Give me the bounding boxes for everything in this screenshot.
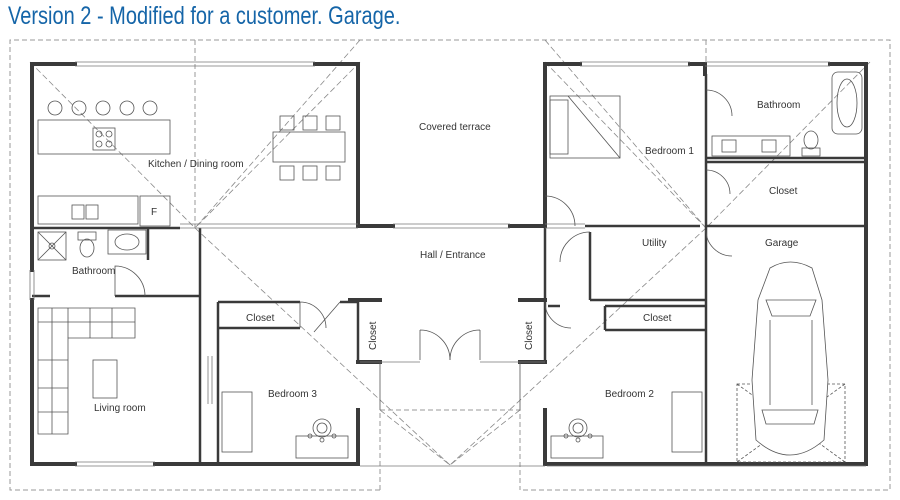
page-title: Version 2 - Modified for a customer. Gar…	[8, 2, 401, 30]
interior-walls	[32, 74, 866, 464]
living-room-furniture	[37, 307, 136, 435]
room-label-closet-hall-right: Closet	[524, 321, 535, 350]
room-label-bathroom-left: Bathroom	[72, 266, 115, 277]
room-label-utility: Utility	[642, 238, 666, 249]
room-label-bedroom3: Bedroom 3	[268, 389, 317, 400]
left-bathroom-fixtures	[37, 229, 147, 261]
right-bathroom-fixtures	[711, 71, 863, 157]
room-label-living: Living room	[94, 403, 146, 414]
room-label-bedroom2: Bedroom 2	[605, 389, 654, 400]
room-label-closet-b2: Closet	[643, 313, 672, 324]
windows	[29, 61, 866, 467]
room-label-bathroom-right: Bathroom	[757, 100, 800, 111]
roof-ridge-lines	[29, 39, 871, 466]
room-label-terrace: Covered terrace	[419, 122, 491, 133]
room-label-hall: Hall / Entrance	[420, 250, 486, 261]
outer-walls	[30, 62, 868, 466]
bedroom3-furniture	[221, 391, 349, 459]
kitchen-fixtures	[37, 100, 171, 227]
doors	[114, 89, 733, 410]
room-label-garage: Garage	[765, 238, 799, 249]
room-label-kitchen: Kitchen / Dining room	[148, 159, 244, 170]
bedroom2-furniture	[550, 391, 703, 459]
car-icon	[736, 261, 846, 463]
room-label-closet-right: Closet	[769, 186, 798, 197]
dining-table	[272, 115, 346, 181]
fridge-label: F	[151, 207, 157, 218]
room-label-closet-b3: Closet	[246, 313, 275, 324]
bedroom1-bed	[549, 95, 621, 159]
room-label-closet-hall-left: Closet	[368, 321, 379, 350]
room-label-bedroom1: Bedroom 1	[645, 146, 694, 157]
